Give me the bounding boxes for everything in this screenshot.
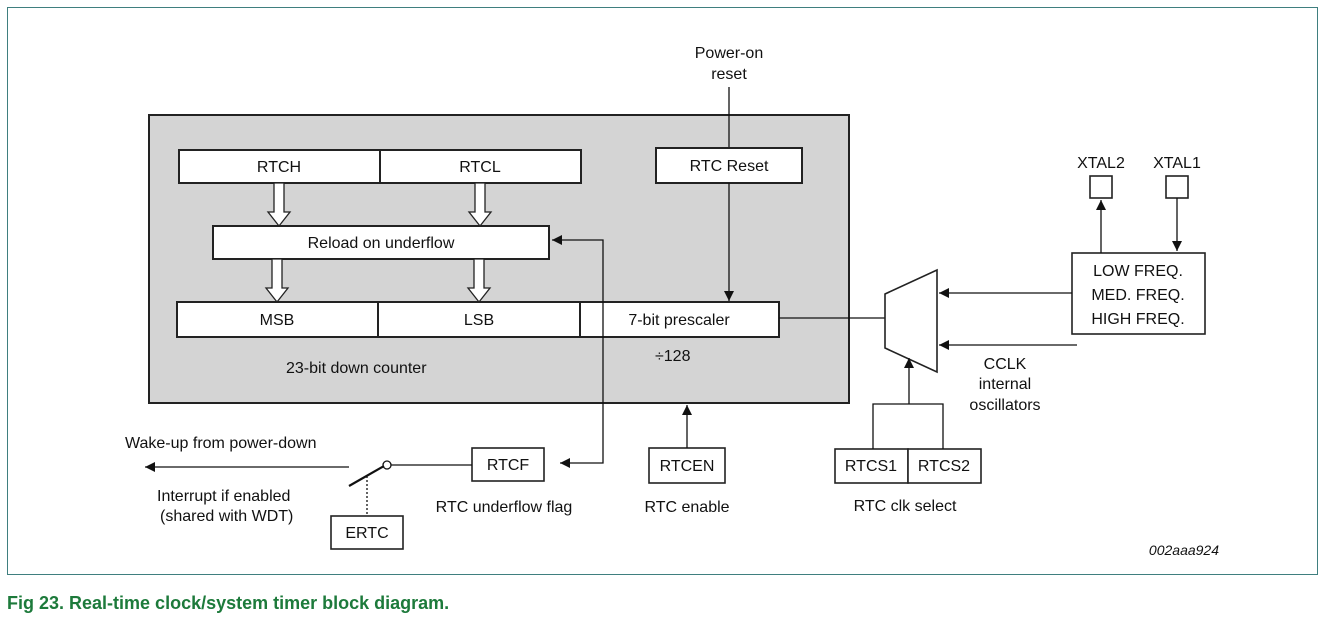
cclk-label-3: oscillators <box>969 397 1040 414</box>
hollow-arrow-rtcl <box>467 182 493 228</box>
power-on-label: Power-on <box>695 45 763 62</box>
xtal1-pin <box>1165 175 1189 199</box>
rtcf-block <box>471 447 545 482</box>
xtal2-label: XTAL2 <box>1077 155 1125 172</box>
rtcen-label: RTCEN <box>660 458 715 475</box>
prescaler-register <box>579 301 780 338</box>
wakeup-label: Wake-up from power-down <box>125 435 316 452</box>
reload-feedback-line <box>552 235 604 337</box>
prescaler-label: 7-bit prescaler <box>628 312 730 329</box>
rtc-reset-block <box>655 147 803 184</box>
hollow-arrow-rtch <box>266 182 292 228</box>
ertc-label: ERTC <box>345 525 388 542</box>
clk-select-bracket <box>872 403 944 449</box>
switch-contact <box>382 460 392 470</box>
rtcs2-label: RTCS2 <box>918 458 970 475</box>
hollow-arrow-msb <box>264 258 290 304</box>
reload-block <box>212 225 550 260</box>
interrupt-label: Interrupt if enabled <box>157 488 290 505</box>
osc-low-label: LOW FREQ. <box>1093 263 1183 280</box>
rtc-enable-label: RTC enable <box>644 499 729 516</box>
msb-label: MSB <box>260 312 295 329</box>
rtcs2-block <box>907 448 982 484</box>
figure-number: Fig 23. <box>7 593 65 613</box>
figure-id: 002aaa924 <box>1149 542 1219 558</box>
underflow-flag-label: RTC underflow flag <box>436 499 573 516</box>
divide-128-label: ÷128 <box>655 348 691 365</box>
hollow-arrow-lsb <box>466 258 492 304</box>
osc-med-label: MED. FREQ. <box>1091 287 1184 304</box>
rtcf-label: RTCF <box>487 457 530 474</box>
interrupt-label-2: (shared with WDT) <box>160 508 293 525</box>
rtcen-block <box>648 447 726 484</box>
figure-title: Real-time clock/system timer block diagr… <box>69 593 450 613</box>
clk-select-label: RTC clk select <box>854 498 957 515</box>
power-on-label-2: reset <box>711 66 747 83</box>
clock-mux <box>884 268 938 374</box>
cclk-label-2: internal <box>979 376 1031 393</box>
xtal1-label: XTAL1 <box>1153 155 1201 172</box>
ertc-block <box>330 515 404 550</box>
osc-high-label: HIGH FREQ. <box>1091 311 1184 328</box>
figure-caption: Fig 23. Real-time clock/system timer blo… <box>7 593 449 614</box>
rtcl-register <box>379 149 582 184</box>
rtcl-label: RTCL <box>459 159 501 176</box>
down-counter-label: 23-bit down counter <box>286 360 427 377</box>
figure-frame <box>7 7 1318 575</box>
rtch-label: RTCH <box>257 159 301 176</box>
cclk-label: CCLK <box>984 356 1027 373</box>
reload-label: Reload on underflow <box>308 235 455 252</box>
rtcs1-label: RTCS1 <box>845 458 897 475</box>
oscillator-block <box>1071 252 1206 335</box>
lsb-label: LSB <box>464 312 494 329</box>
rtc-reset-label: RTC Reset <box>690 158 769 175</box>
xtal2-pin <box>1089 175 1113 199</box>
underflow-feedback-line <box>560 337 604 468</box>
